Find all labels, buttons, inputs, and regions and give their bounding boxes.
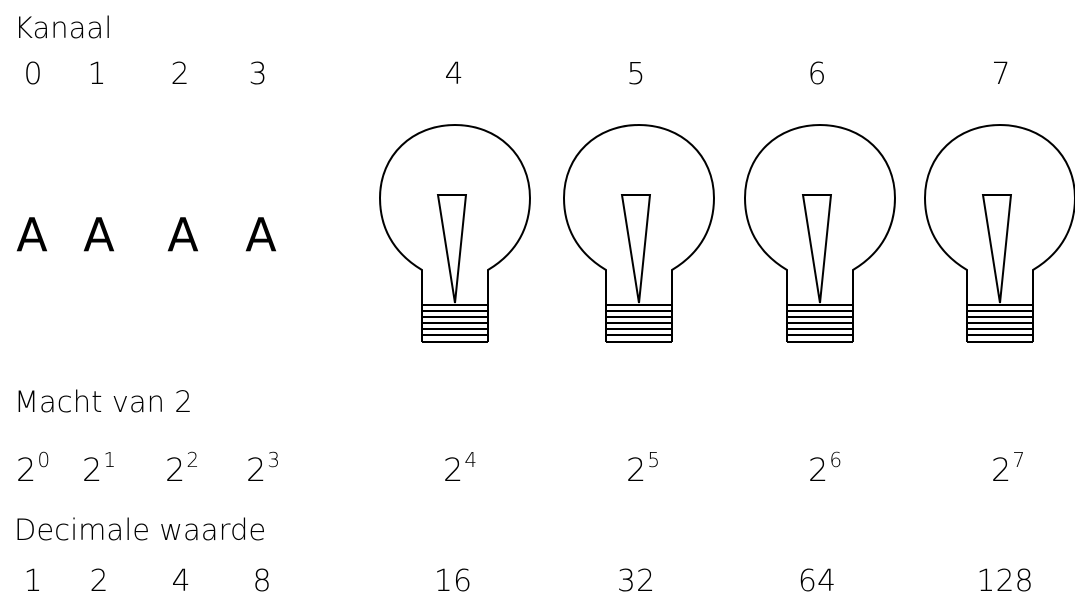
decimal-value: 4 — [146, 567, 216, 597]
channel-indicator-a: A — [0, 212, 67, 258]
decimal-value: 32 — [601, 567, 671, 597]
power-header: Macht van 2 — [14, 388, 193, 417]
channel-number: 5 — [601, 60, 671, 90]
power-of-two: 25 — [608, 450, 678, 486]
channel-indicator-a: A — [64, 212, 134, 258]
channel-number: 7 — [966, 60, 1036, 90]
light-bulb-icon — [925, 120, 1075, 360]
channel-number: 1 — [62, 60, 132, 90]
power-of-two: 24 — [425, 450, 495, 486]
power-of-two: 22 — [147, 450, 217, 486]
light-bulb-icon — [745, 120, 895, 360]
power-of-two: 26 — [790, 450, 860, 486]
power-of-two: 27 — [973, 450, 1043, 486]
channel-header: Kanaal — [14, 14, 112, 43]
channel-number: 0 — [0, 60, 68, 90]
channel-number: 4 — [419, 60, 489, 90]
decimal-header: Decimale waarde — [14, 516, 266, 545]
channel-indicator-a: A — [226, 212, 296, 258]
channel-number: 2 — [145, 60, 215, 90]
decimal-value: 128 — [970, 567, 1040, 597]
power-of-two: 20 — [0, 450, 68, 486]
channel-number: 3 — [223, 60, 293, 90]
light-bulb-icon — [564, 120, 714, 360]
power-of-two: 23 — [228, 450, 298, 486]
decimal-value: 64 — [782, 567, 852, 597]
decimal-value: 2 — [64, 567, 134, 597]
light-bulb-icon — [380, 120, 530, 360]
decimal-value: 8 — [227, 567, 297, 597]
decimal-value: 1 — [0, 567, 68, 597]
channel-number: 6 — [782, 60, 852, 90]
decimal-value: 16 — [418, 567, 488, 597]
power-of-two: 21 — [64, 450, 134, 486]
channel-indicator-a: A — [148, 212, 218, 258]
